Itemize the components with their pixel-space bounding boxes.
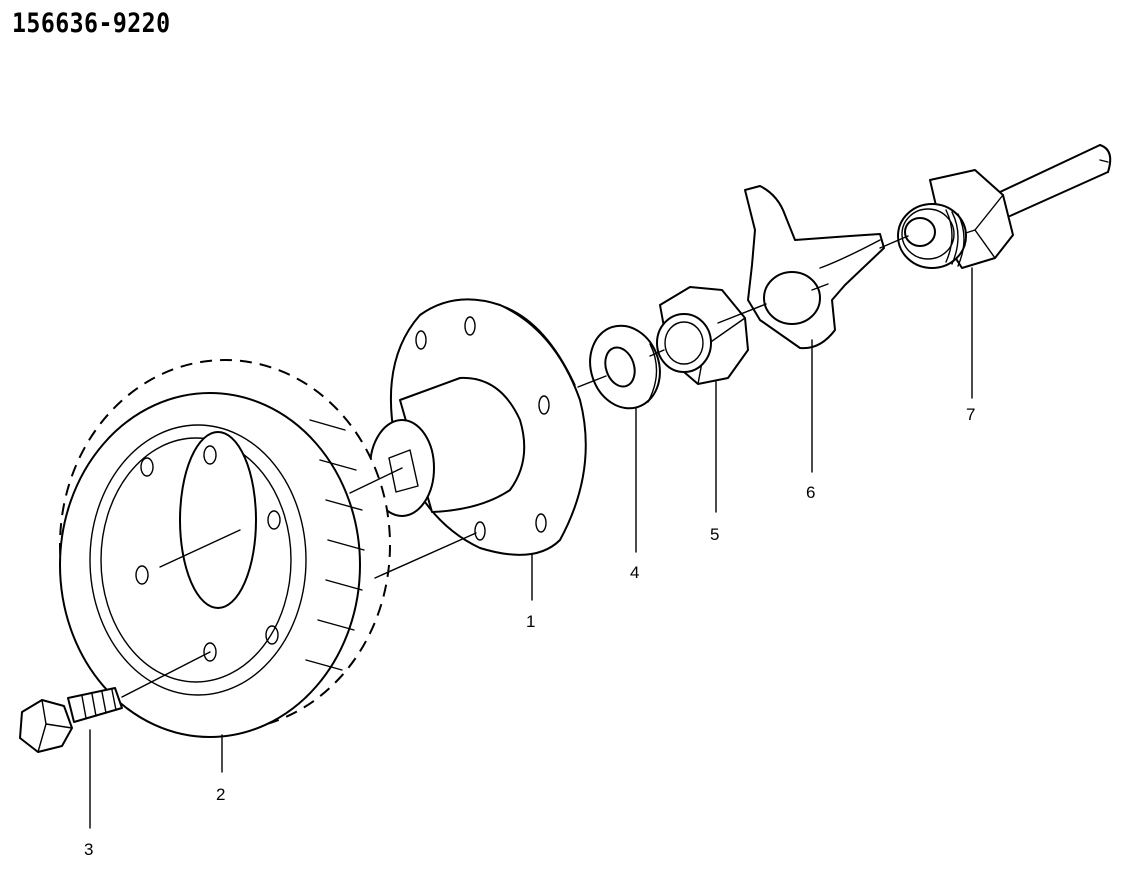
part-label-7: 7 (966, 405, 975, 424)
shaft-nut (897, 169, 1014, 269)
bolt (19, 687, 123, 753)
part-label-6: 6 (806, 483, 815, 502)
hex-nut (656, 286, 749, 385)
part-label-3: 3 (84, 840, 93, 859)
hub (369, 298, 587, 556)
washer (589, 324, 661, 410)
part-label-1: 1 (526, 612, 535, 631)
part-label-2: 2 (216, 785, 225, 804)
gear (59, 359, 391, 738)
drawing-number: 156636-9220 (12, 8, 171, 39)
leader-lines (89, 267, 973, 829)
assembly-lines (121, 235, 909, 698)
part-label-5: 5 (710, 525, 719, 544)
shaft (999, 144, 1112, 217)
lock-washer (744, 185, 885, 350)
part-label-4: 4 (630, 563, 639, 582)
